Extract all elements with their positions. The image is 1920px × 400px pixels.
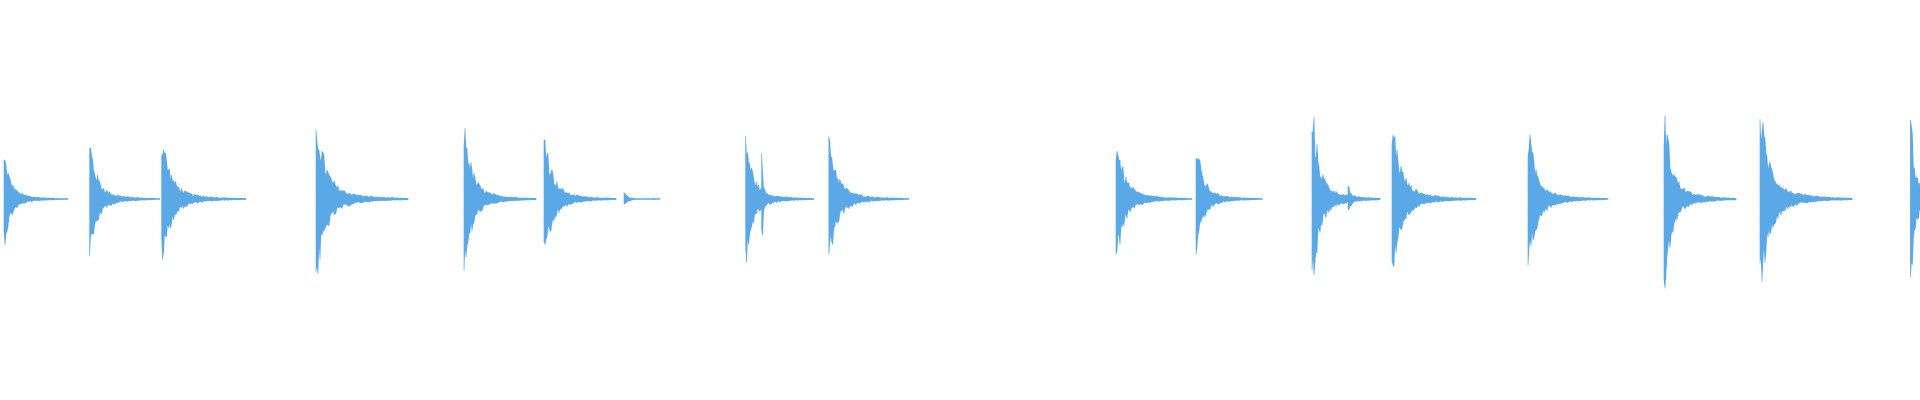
waveform-hits (3, 115, 1920, 289)
waveform-hit (1910, 119, 1920, 278)
